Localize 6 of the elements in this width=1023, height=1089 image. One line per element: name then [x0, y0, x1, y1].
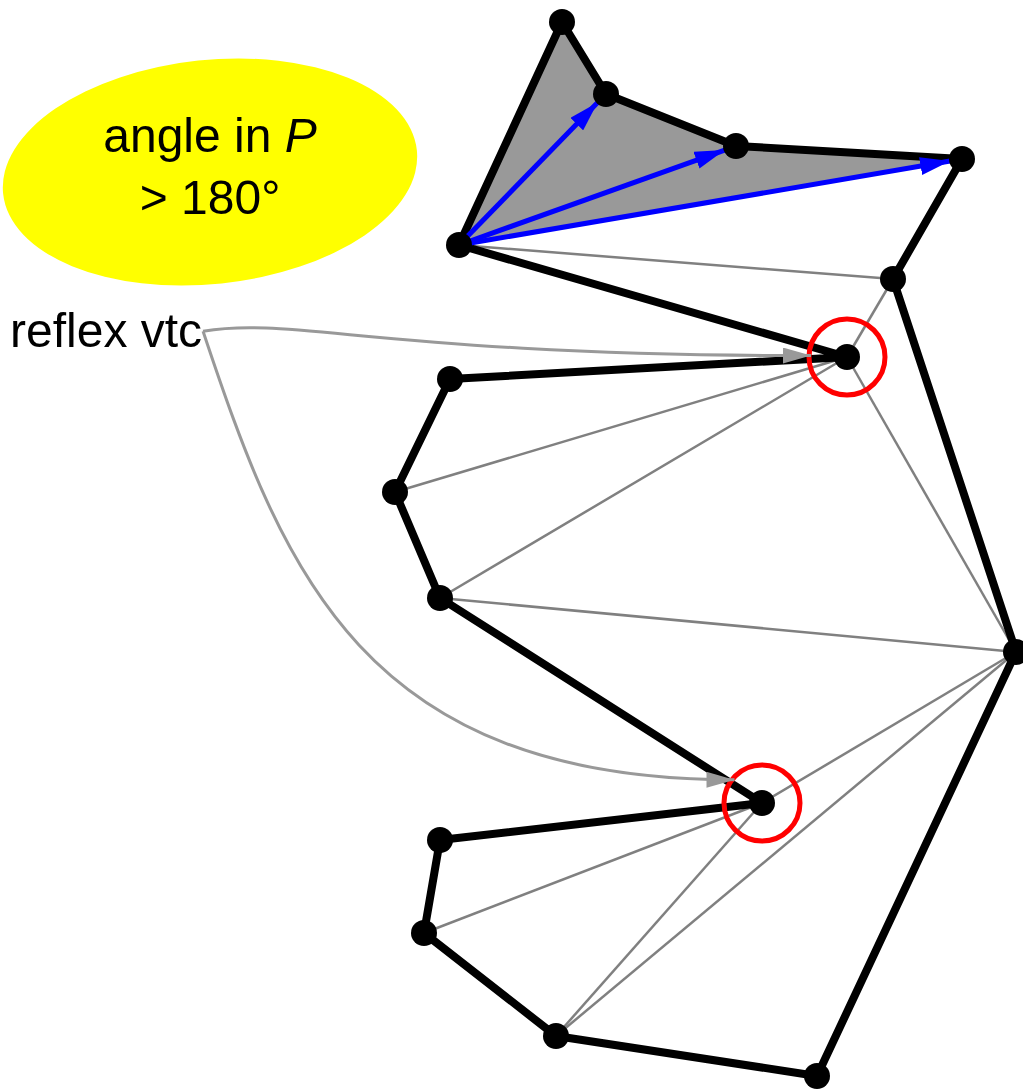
note-text: angle in P > 180°	[102, 108, 318, 227]
reflex-vertex-marker	[721, 762, 803, 844]
reflex-vertex-marker	[806, 316, 888, 398]
leader-line	[202, 326, 812, 364]
callout-text: reflex vtc	[10, 304, 203, 357]
leader-line	[201, 330, 735, 787]
